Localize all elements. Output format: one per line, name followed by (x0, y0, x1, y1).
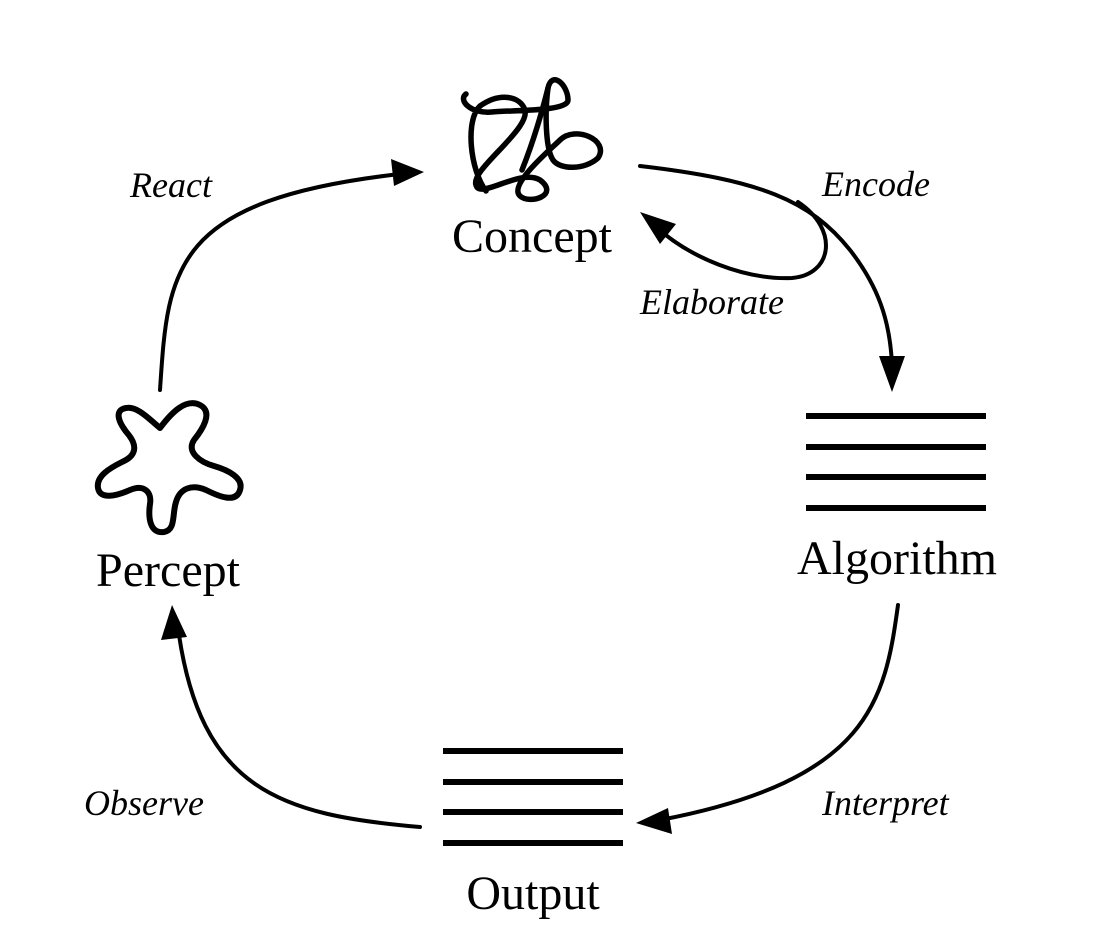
concept-node: Concept (452, 77, 613, 263)
react-arrow (158, 172, 402, 392)
output-node: Output (443, 748, 623, 920)
interpret-arrowhead (636, 808, 672, 834)
elaborate-arrowhead (640, 212, 676, 244)
arrowheads (161, 159, 905, 834)
elaborate-arrow (653, 200, 828, 281)
knot-star-icon (460, 77, 604, 203)
percept-label: Percept (96, 544, 241, 597)
react-arrowhead (391, 159, 424, 186)
encode-label: Encode (821, 164, 930, 204)
arrows (158, 164, 900, 829)
algorithm-label: Algorithm (797, 532, 997, 585)
interpret-label: Interpret (821, 783, 950, 823)
interpret-arrow (658, 603, 900, 822)
react-label: React (129, 165, 213, 205)
algorithm-node: Algorithm (797, 413, 997, 585)
observe-label: Observe (84, 783, 204, 823)
percept-node: Percept (94, 400, 244, 597)
encode-arrowhead (879, 356, 905, 392)
observe-arrowhead (161, 605, 187, 640)
wavy-star-icon (94, 400, 244, 536)
horizontal-lines-icon (806, 413, 986, 511)
encode-arrow (638, 164, 894, 367)
observe-arrow (176, 626, 422, 829)
concept-label: Concept (452, 210, 613, 263)
elaborate-label: Elaborate (639, 282, 784, 322)
output-label: Output (466, 867, 600, 920)
horizontal-lines-icon (443, 748, 623, 846)
